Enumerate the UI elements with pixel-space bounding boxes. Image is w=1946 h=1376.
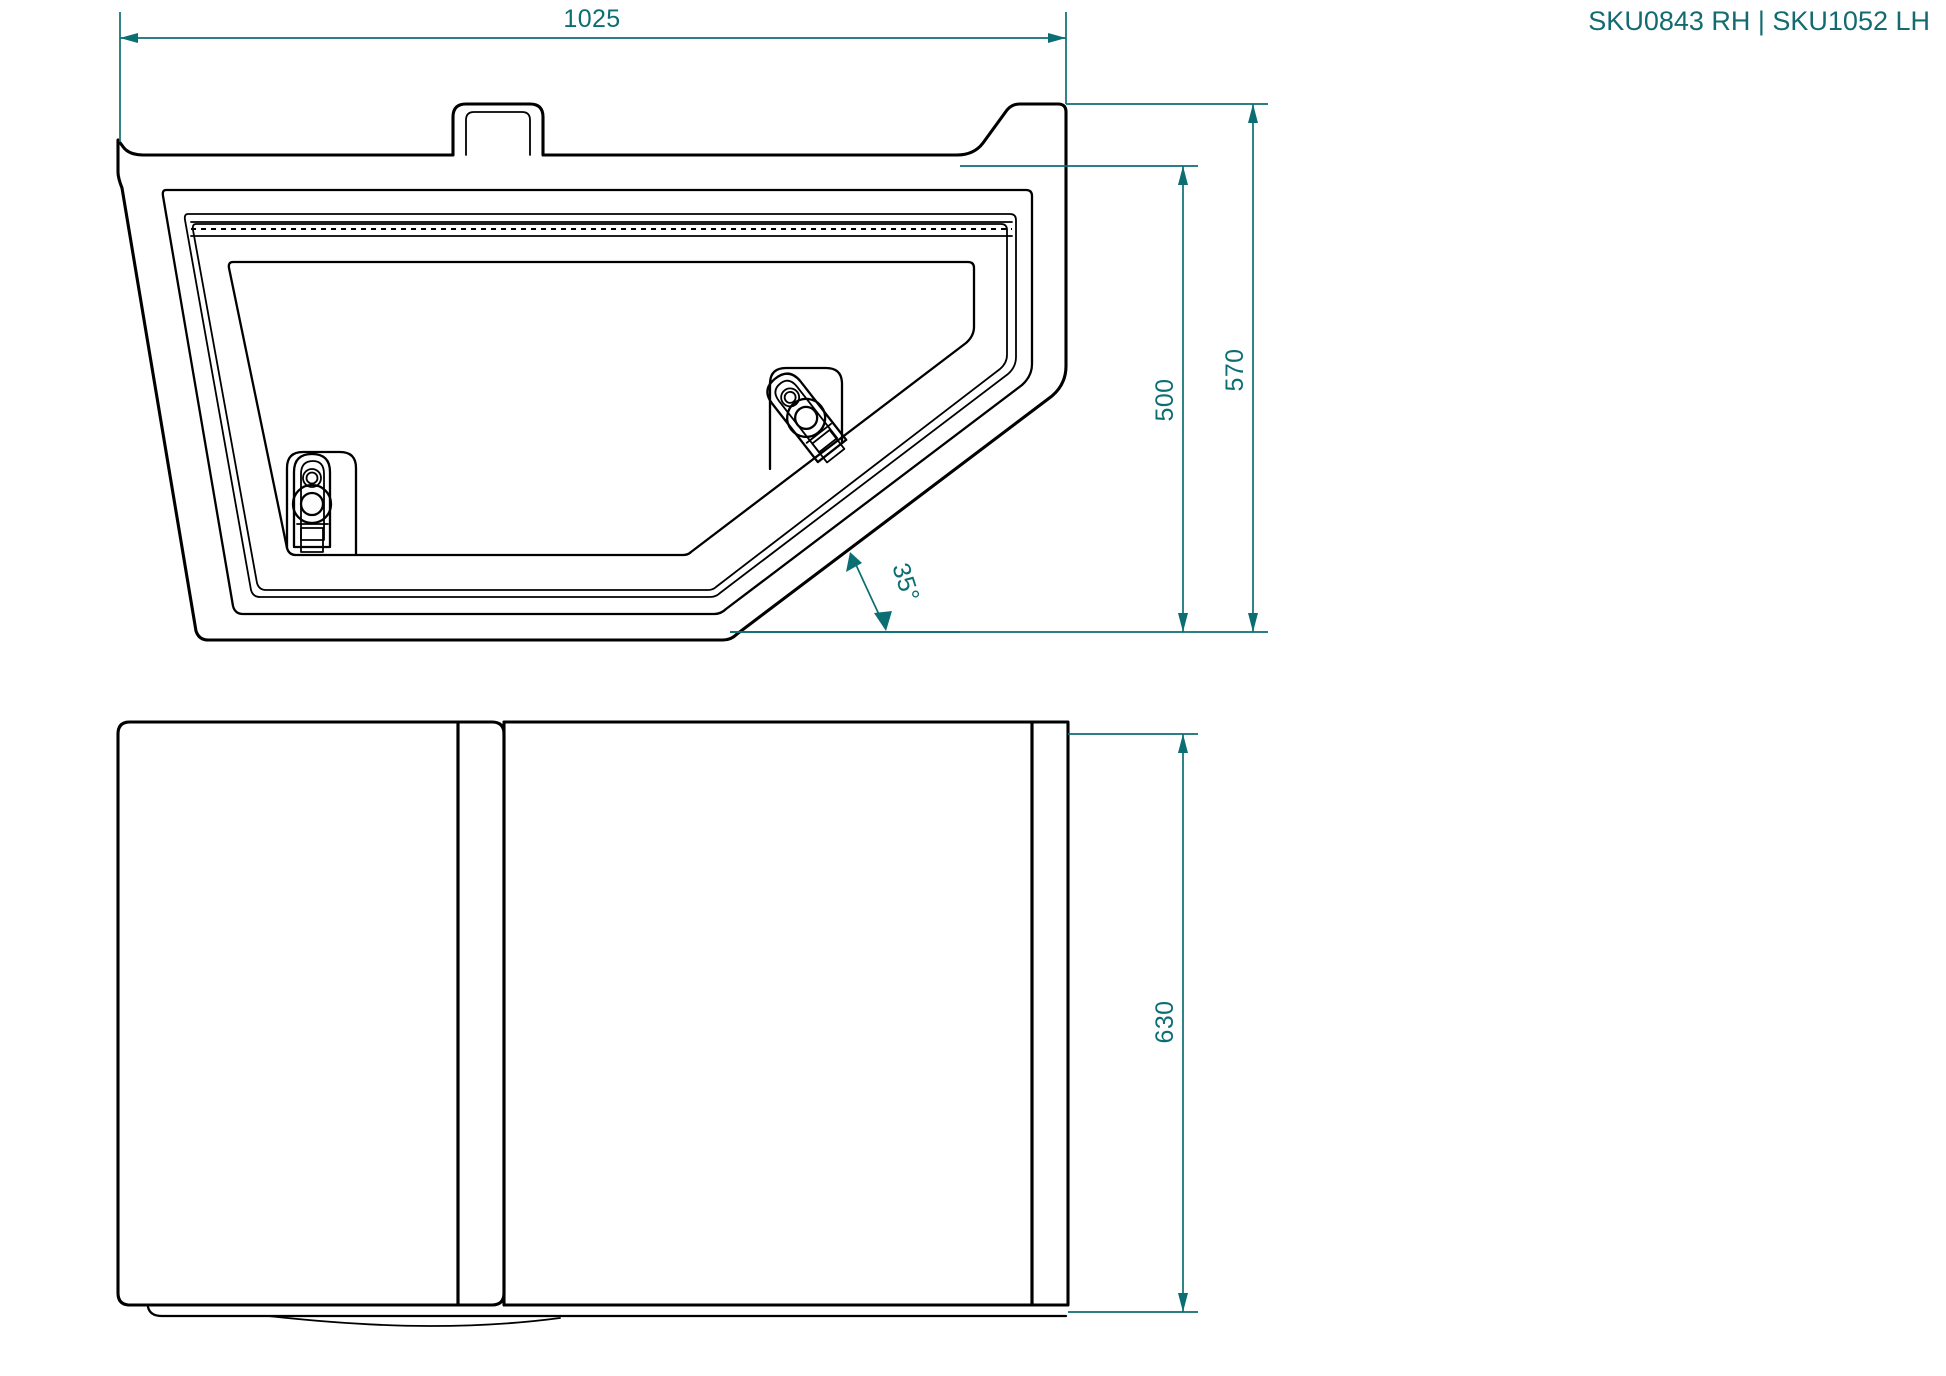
right-latch-housing xyxy=(766,372,848,464)
latch-right xyxy=(766,372,848,464)
right-latch-barrel-inner xyxy=(794,405,819,431)
right-latch-keeper-square xyxy=(811,429,846,464)
left-latch-barrel-inner xyxy=(299,491,325,517)
dim-label-depth: 630 xyxy=(1151,1001,1179,1044)
dim-arrow-500-top xyxy=(1178,166,1188,185)
dim-arrow-630-top xyxy=(1178,734,1188,753)
right-latch-housing-inner xyxy=(774,379,839,454)
dim-arrow-35-lower xyxy=(874,611,892,631)
right-latch-panel-notch xyxy=(768,366,844,471)
top-plan-view xyxy=(116,720,1070,1327)
dim-arrow-width-left xyxy=(120,33,138,43)
dim-arrow-width-right xyxy=(1048,33,1066,43)
dim-arrow-35-upper xyxy=(846,552,862,572)
left-latch-panel-notch xyxy=(285,450,358,557)
plan-left-panel xyxy=(116,720,460,1307)
dim-label-chamfer-angle: 35° xyxy=(886,560,925,606)
plan-right-panel xyxy=(502,720,1034,1307)
left-latch-keeper-square xyxy=(300,527,324,553)
right-latch-barrel-outer xyxy=(786,397,827,439)
latch-left xyxy=(291,452,333,553)
left-latch-pin-circle xyxy=(302,468,322,488)
dim-arrow-570-bottom xyxy=(1248,613,1258,632)
dim-label-overall-width: 1025 xyxy=(563,5,620,33)
lifting-tab-detail xyxy=(465,111,531,156)
seal-channel-inner-outline xyxy=(191,223,1008,591)
dim-arrow-630-bottom xyxy=(1178,1293,1188,1312)
dimension-annotations: 1025 570 500 35° 6 xyxy=(119,5,1268,1313)
plan-base-lip-shadow xyxy=(267,1315,561,1327)
left-latch-barrel-outer xyxy=(291,483,333,525)
dim-label-overall-height: 570 xyxy=(1221,349,1249,392)
dim-label-inner-height: 500 xyxy=(1151,379,1179,422)
inner-door-panel xyxy=(227,260,976,557)
left-latch-housing xyxy=(292,452,332,549)
left-latch-housing-inner xyxy=(300,460,325,541)
left-latch-pin-bore xyxy=(305,471,319,485)
plan-centre-stile xyxy=(456,720,506,1307)
perimeter-seal-strip xyxy=(190,221,1013,237)
right-latch-pin-circle xyxy=(780,387,801,408)
title-block-label: SKU0843 RH | SKU1052 LH xyxy=(1588,6,1930,36)
plan-base-lip xyxy=(146,1305,1068,1318)
seal-channel-outline xyxy=(183,213,1017,598)
outer-shell-outline xyxy=(116,102,1068,642)
inner-frame-outline xyxy=(161,188,1034,616)
plan-right-stile xyxy=(1030,720,1070,1307)
dim-arrow-500-bottom xyxy=(1178,613,1188,632)
right-latch-divider xyxy=(805,422,832,444)
right-latch-pin-bore xyxy=(783,390,797,404)
dim-arrow-570-top xyxy=(1248,104,1258,123)
front-elevation-view xyxy=(116,102,1068,642)
